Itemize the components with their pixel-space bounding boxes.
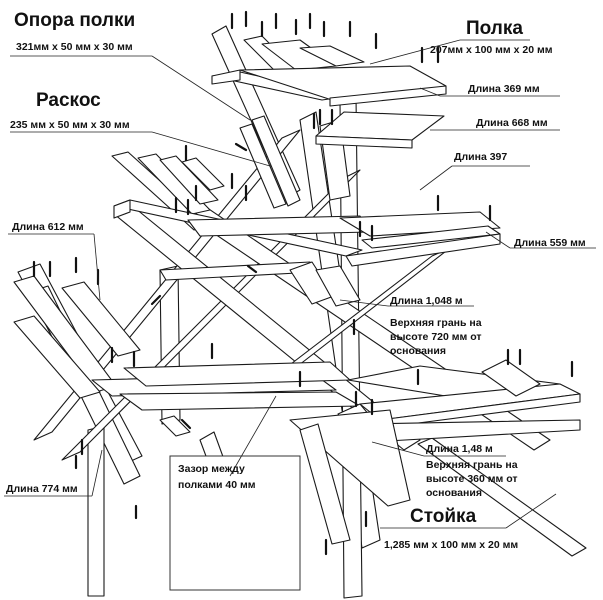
shelf-support-size: 321мм х 50 мм х 30 мм — [16, 41, 133, 53]
post-title: Стойка — [410, 506, 477, 527]
length-612-label: Длина 612 мм — [12, 221, 84, 233]
top-edge-720-line2: высоте 720 мм от — [390, 331, 482, 343]
gap-note-line1: Зазор между — [178, 463, 245, 475]
brace-title: Раскос — [36, 90, 101, 111]
length-1480-label: Длина 1,48 м — [426, 443, 493, 455]
brace-size: 235 мм х 50 мм х 30 мм — [10, 119, 130, 131]
top-edge-720-line1: Верхняя грань на — [390, 317, 482, 329]
length-369-label: Длина 369 мм — [468, 83, 540, 95]
upper-wing — [315, 111, 445, 149]
bottom-tier — [13, 275, 581, 443]
length-668-label: Длина 668 мм — [476, 117, 548, 129]
leader-lines — [4, 39, 596, 529]
gap-note-box — [169, 455, 301, 591]
gap-note-line2: полками 40 мм — [178, 479, 256, 491]
top-edge-360-line3: основания — [426, 487, 482, 499]
shelf-title: Полка — [466, 18, 523, 39]
lower-struts — [159, 261, 411, 545]
length-397-label: Длина 397 — [454, 151, 507, 163]
length-1048-label: Длина 1,048 м — [390, 295, 463, 307]
post-size: 1,285 мм х 100 мм х 20 мм — [384, 539, 518, 551]
shelf-size: 207мм х 100 мм х 20 мм — [430, 44, 553, 56]
top-tier — [211, 35, 447, 207]
length-559-label: Длина 559 мм — [514, 237, 586, 249]
middle-tier — [111, 123, 501, 267]
top-edge-360-line2: высоте 360 мм от — [426, 473, 518, 485]
length-774-label: Длина 774 мм — [6, 483, 78, 495]
top-edge-720-line3: основания — [390, 345, 446, 357]
shelf-support-title: Опора полки — [14, 10, 135, 31]
top-edge-360-line1: Верхняя грань на — [426, 459, 518, 471]
